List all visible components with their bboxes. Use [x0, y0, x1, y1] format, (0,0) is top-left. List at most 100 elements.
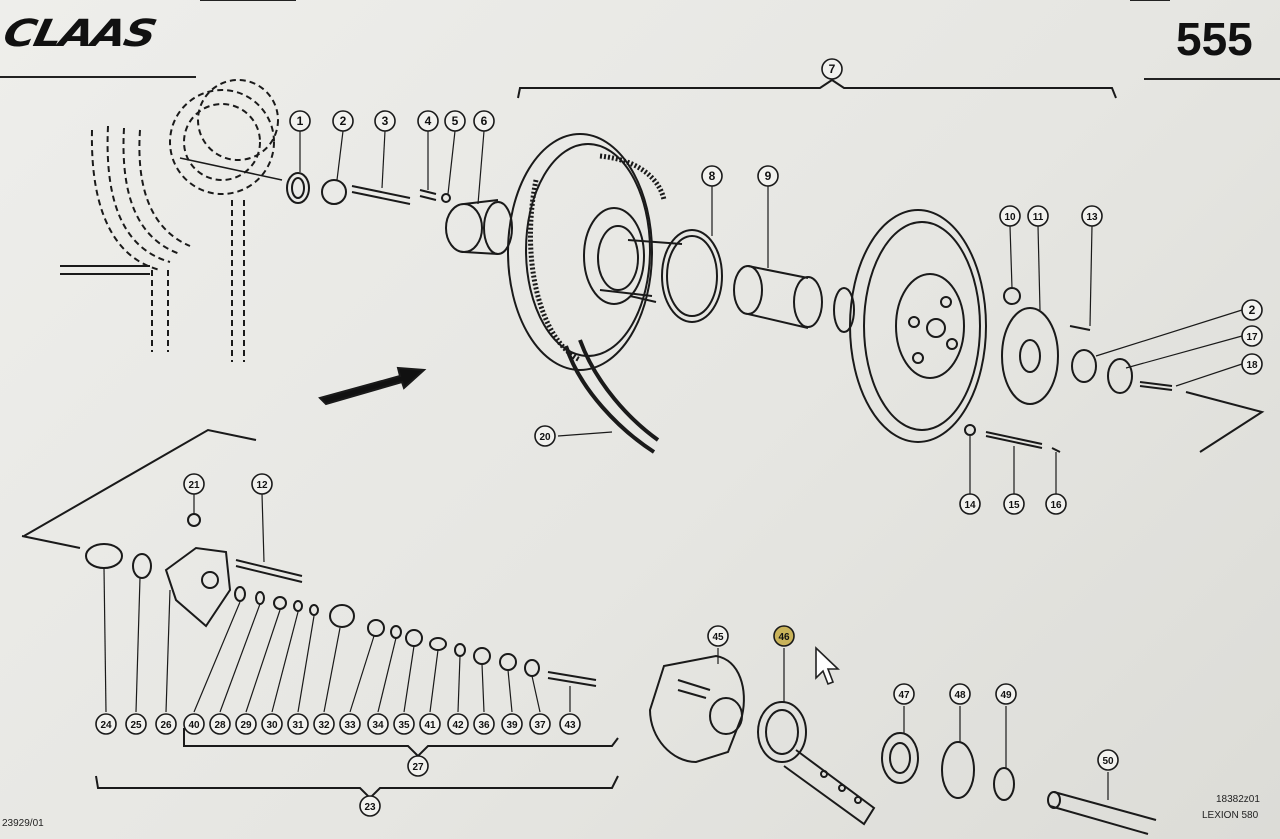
callout-c7: 7	[821, 58, 843, 80]
callout-circle	[1241, 325, 1263, 347]
callout-circle	[183, 713, 205, 735]
part-shaft-50	[1049, 791, 1157, 835]
callout-circle	[359, 795, 381, 817]
callout-label: 8	[709, 169, 716, 183]
part-ring-25	[132, 553, 152, 579]
part-seal-47	[881, 732, 919, 784]
callout-circle	[1241, 299, 1263, 321]
belt-pulley	[507, 133, 683, 371]
callout-c9: 9	[757, 165, 779, 187]
callout-label: 11	[1033, 212, 1044, 223]
callout-label: 34	[372, 720, 384, 731]
callout-c4: 4	[417, 110, 439, 132]
header-rule-left	[0, 76, 196, 78]
callout-circle	[534, 425, 556, 447]
callout-c10: 10	[999, 205, 1021, 227]
callout-c3: 3	[374, 110, 396, 132]
callout-c28: 28	[209, 713, 231, 735]
callout-label: 14	[964, 500, 976, 511]
callout-circle	[707, 625, 729, 647]
leader-lines	[103, 130, 1243, 800]
part-bushing-2	[1071, 349, 1097, 383]
callout-label: 47	[898, 690, 910, 701]
callout-c25: 25	[125, 713, 147, 735]
callout-label: 41	[424, 720, 436, 731]
callout-label: 21	[188, 480, 200, 491]
callout-c14: 14	[959, 493, 981, 515]
callout-label: 10	[1004, 212, 1016, 223]
callout-circle	[367, 713, 389, 735]
part-washer	[441, 193, 451, 203]
callout-circle	[235, 713, 257, 735]
callout-c43: 43	[559, 713, 581, 735]
callout-circle	[374, 110, 396, 132]
callout-label: 26	[160, 720, 172, 731]
callout-circle	[1027, 205, 1049, 227]
header-rule-right	[1144, 78, 1280, 80]
callout-circle	[209, 713, 231, 735]
callout-label: 18	[1246, 360, 1258, 371]
callout-c34: 34	[367, 713, 389, 735]
callout-label: 23	[364, 802, 376, 813]
callout-c45: 45	[707, 625, 729, 647]
callout-c33: 33	[339, 713, 361, 735]
part-bolt-18	[1139, 381, 1173, 391]
callout-label: 40	[188, 720, 200, 731]
callout-label: 2	[1249, 303, 1256, 317]
lower-left-bracket-line	[23, 428, 257, 537]
callout-label: 37	[534, 720, 546, 731]
callout-c16: 16	[1045, 493, 1067, 515]
callout-c5: 5	[444, 110, 466, 132]
callout-c37: 37	[529, 713, 551, 735]
callout-circle	[289, 110, 311, 132]
callout-circle	[332, 110, 354, 132]
callout-c24: 24	[95, 713, 117, 735]
part-nut-14	[964, 424, 976, 436]
callout-c35: 35	[393, 713, 415, 735]
callout-circle	[95, 713, 117, 735]
callout-c20: 20	[534, 425, 556, 447]
callout-circle	[407, 755, 429, 777]
part-pin-16	[1051, 447, 1061, 453]
callout-circle	[1097, 749, 1119, 771]
callout-c26: 26	[155, 713, 177, 735]
callout-c11: 11	[1027, 205, 1049, 227]
callout-c27: 27	[407, 755, 429, 777]
bracket-group-7	[517, 78, 1117, 99]
callout-circle	[183, 473, 205, 495]
callout-label: 12	[256, 480, 268, 491]
callout-circle	[1045, 493, 1067, 515]
direction-arrow-icon	[318, 366, 427, 406]
callout-label: 46	[778, 632, 790, 643]
callout-label: 35	[398, 720, 410, 731]
callout-label: 25	[130, 720, 142, 731]
callout-c50: 50	[1097, 749, 1119, 771]
callout-circle	[287, 713, 309, 735]
callout-label: 20	[539, 432, 551, 443]
callout-c40: 40	[183, 713, 205, 735]
callout-circle	[444, 110, 466, 132]
callout-label: 27	[412, 762, 424, 773]
callout-label: 33	[344, 720, 356, 731]
callout-label: 28	[214, 720, 226, 731]
callout-circle	[1003, 493, 1025, 515]
callout-label: 49	[1000, 690, 1012, 701]
callout-circle	[501, 713, 523, 735]
callout-circle	[417, 110, 439, 132]
callout-c31: 31	[287, 713, 309, 735]
part-bearing-housing	[164, 546, 232, 628]
page-number: 555	[1176, 13, 1253, 65]
part-bearing-46	[757, 701, 807, 763]
callout-c1: 1	[289, 110, 311, 132]
callout-label: 50	[1102, 756, 1114, 767]
callout-circle	[419, 713, 441, 735]
callout-c39: 39	[501, 713, 523, 735]
callout-c2b: 2	[1241, 299, 1263, 321]
callout-circle	[701, 165, 723, 187]
callout-circle	[995, 683, 1017, 705]
callout-label: 3	[382, 114, 389, 128]
footer-left-ref: 23929/01	[2, 818, 44, 829]
